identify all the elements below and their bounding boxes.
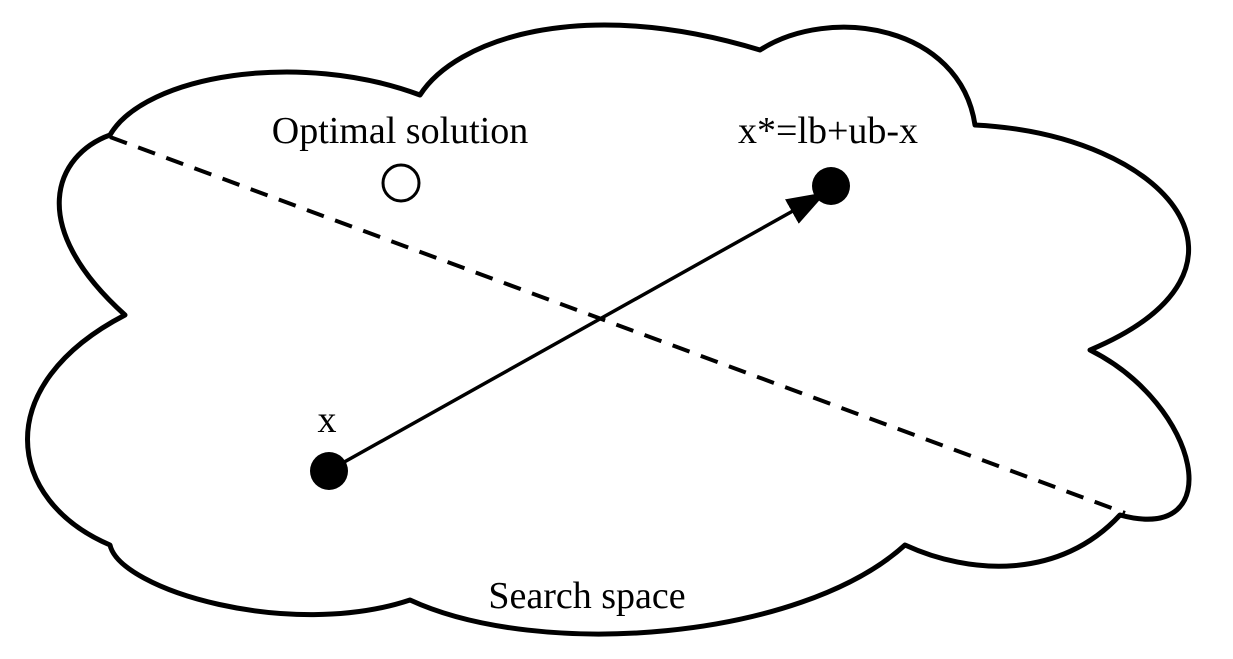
search-space-cloud bbox=[25, 22, 1192, 637]
search-space-label: Search space bbox=[488, 575, 685, 617]
opposite-point-label: x*=lb+ub-x bbox=[738, 110, 918, 152]
opposite-point-marker bbox=[812, 167, 850, 205]
dashed-divider-line bbox=[109, 135, 1126, 515]
x-point-marker bbox=[310, 452, 348, 490]
opposition-arrow bbox=[329, 191, 827, 472]
optimal-solution-marker bbox=[381, 163, 421, 203]
x-point-label: x bbox=[318, 399, 337, 441]
optimal-solution-label: Optimal solution bbox=[272, 110, 529, 152]
